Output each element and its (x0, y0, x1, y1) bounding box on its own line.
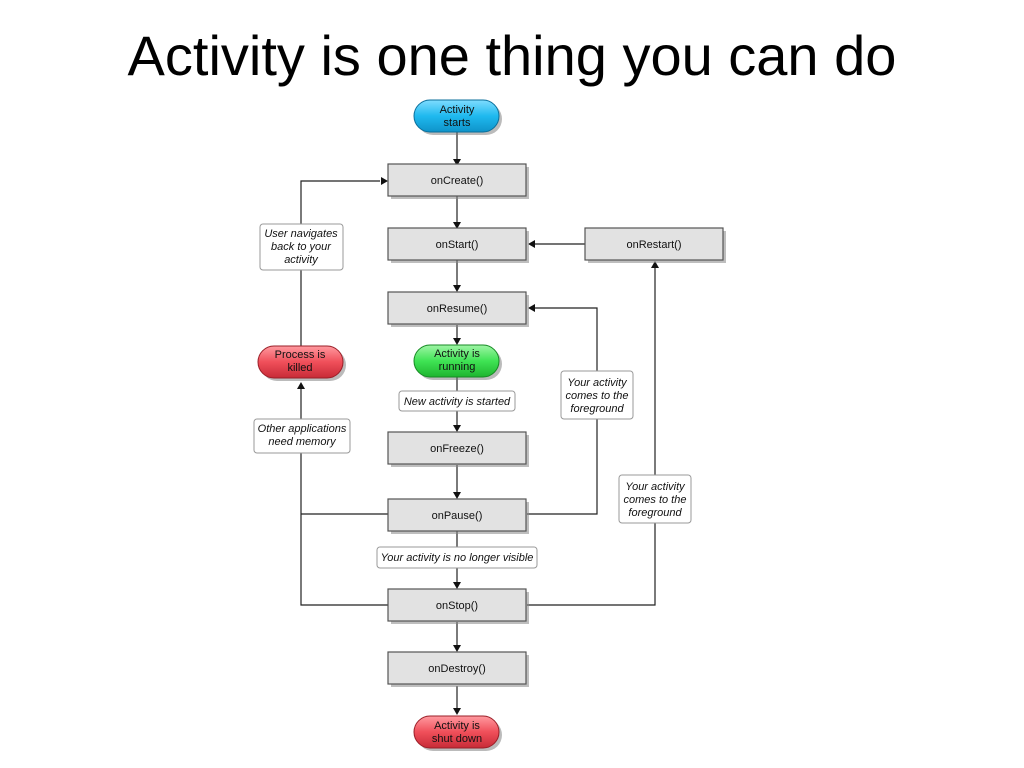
on-pause-box: onPause() (387, 498, 529, 534)
page-title: Activity is one thing you can do (127, 24, 897, 87)
svg-text:foreground: foreground (628, 507, 682, 519)
on-restart-label: onRestart() (626, 239, 681, 251)
svg-text:comes to the: comes to the (566, 390, 629, 402)
svg-text:User navigates: User navigates (264, 228, 338, 240)
activity-running-line-1: Activity is (434, 348, 480, 360)
on-create-label: onCreate() (431, 175, 484, 187)
on-destroy-label: onDestroy() (428, 663, 485, 675)
process-killed-pill: Process is killed (257, 345, 346, 381)
activity-shut-down-pill: Activity is shut down (413, 715, 502, 751)
no-longer-visible-label: Your activity is no longer visible (376, 546, 538, 569)
on-stop-label: onStop() (436, 600, 478, 612)
on-create-box: onCreate() (387, 163, 529, 199)
foreground-label-1: Your activity comes to the foreground (560, 370, 634, 420)
on-restart-box: onRestart() (584, 227, 726, 263)
svg-text:Your activity: Your activity (625, 481, 686, 493)
on-freeze-box: onFreeze() (387, 431, 529, 467)
svg-text:Your activity is no longer vis: Your activity is no longer visible (381, 552, 534, 564)
process-killed-line-1: Process is (275, 349, 326, 361)
activity-starts-pill: Activity starts (413, 99, 502, 135)
transition-labels: User navigates back to your activity Oth… (253, 223, 692, 569)
activity-shut-down-line-1: Activity is (434, 720, 480, 732)
user-navigates-label: User navigates back to your activity (259, 223, 344, 271)
svg-text:foreground: foreground (570, 403, 624, 415)
svg-text:activity: activity (284, 254, 319, 266)
on-pause-label: onPause() (432, 510, 483, 522)
on-start-box: onStart() (387, 227, 529, 263)
connectors (300, 132, 656, 708)
activity-running-line-2: running (439, 361, 476, 373)
activity-running-pill: Activity is running (413, 344, 502, 380)
svg-text:back to your: back to your (271, 241, 332, 253)
arrowheads (297, 159, 659, 715)
on-start-label: onStart() (436, 239, 479, 251)
on-destroy-box: onDestroy() (387, 651, 529, 687)
svg-text:Your activity: Your activity (567, 377, 628, 389)
svg-text:Other applications: Other applications (258, 423, 347, 435)
svg-text:New activity is started: New activity is started (404, 396, 511, 408)
on-resume-label: onResume() (427, 303, 488, 315)
other-apps-label: Other applications need memory (253, 418, 351, 454)
activity-starts-line-1: Activity (440, 104, 475, 116)
foreground-label-2: Your activity comes to the foreground (618, 474, 692, 524)
on-freeze-label: onFreeze() (430, 443, 484, 455)
on-stop-box: onStop() (387, 588, 529, 624)
activity-shut-down-line-2: shut down (432, 733, 482, 745)
svg-text:comes to the: comes to the (624, 494, 687, 506)
new-activity-label: New activity is started (398, 390, 516, 412)
on-resume-box: onResume() (387, 291, 529, 327)
method-boxes: onCreate() onStart() onRestart() onResum… (387, 163, 726, 687)
state-pills: Activity starts Activity is running Proc… (257, 99, 502, 751)
svg-text:need memory: need memory (268, 436, 337, 448)
process-killed-line-2: killed (287, 362, 312, 374)
activity-starts-line-2: starts (444, 117, 471, 129)
